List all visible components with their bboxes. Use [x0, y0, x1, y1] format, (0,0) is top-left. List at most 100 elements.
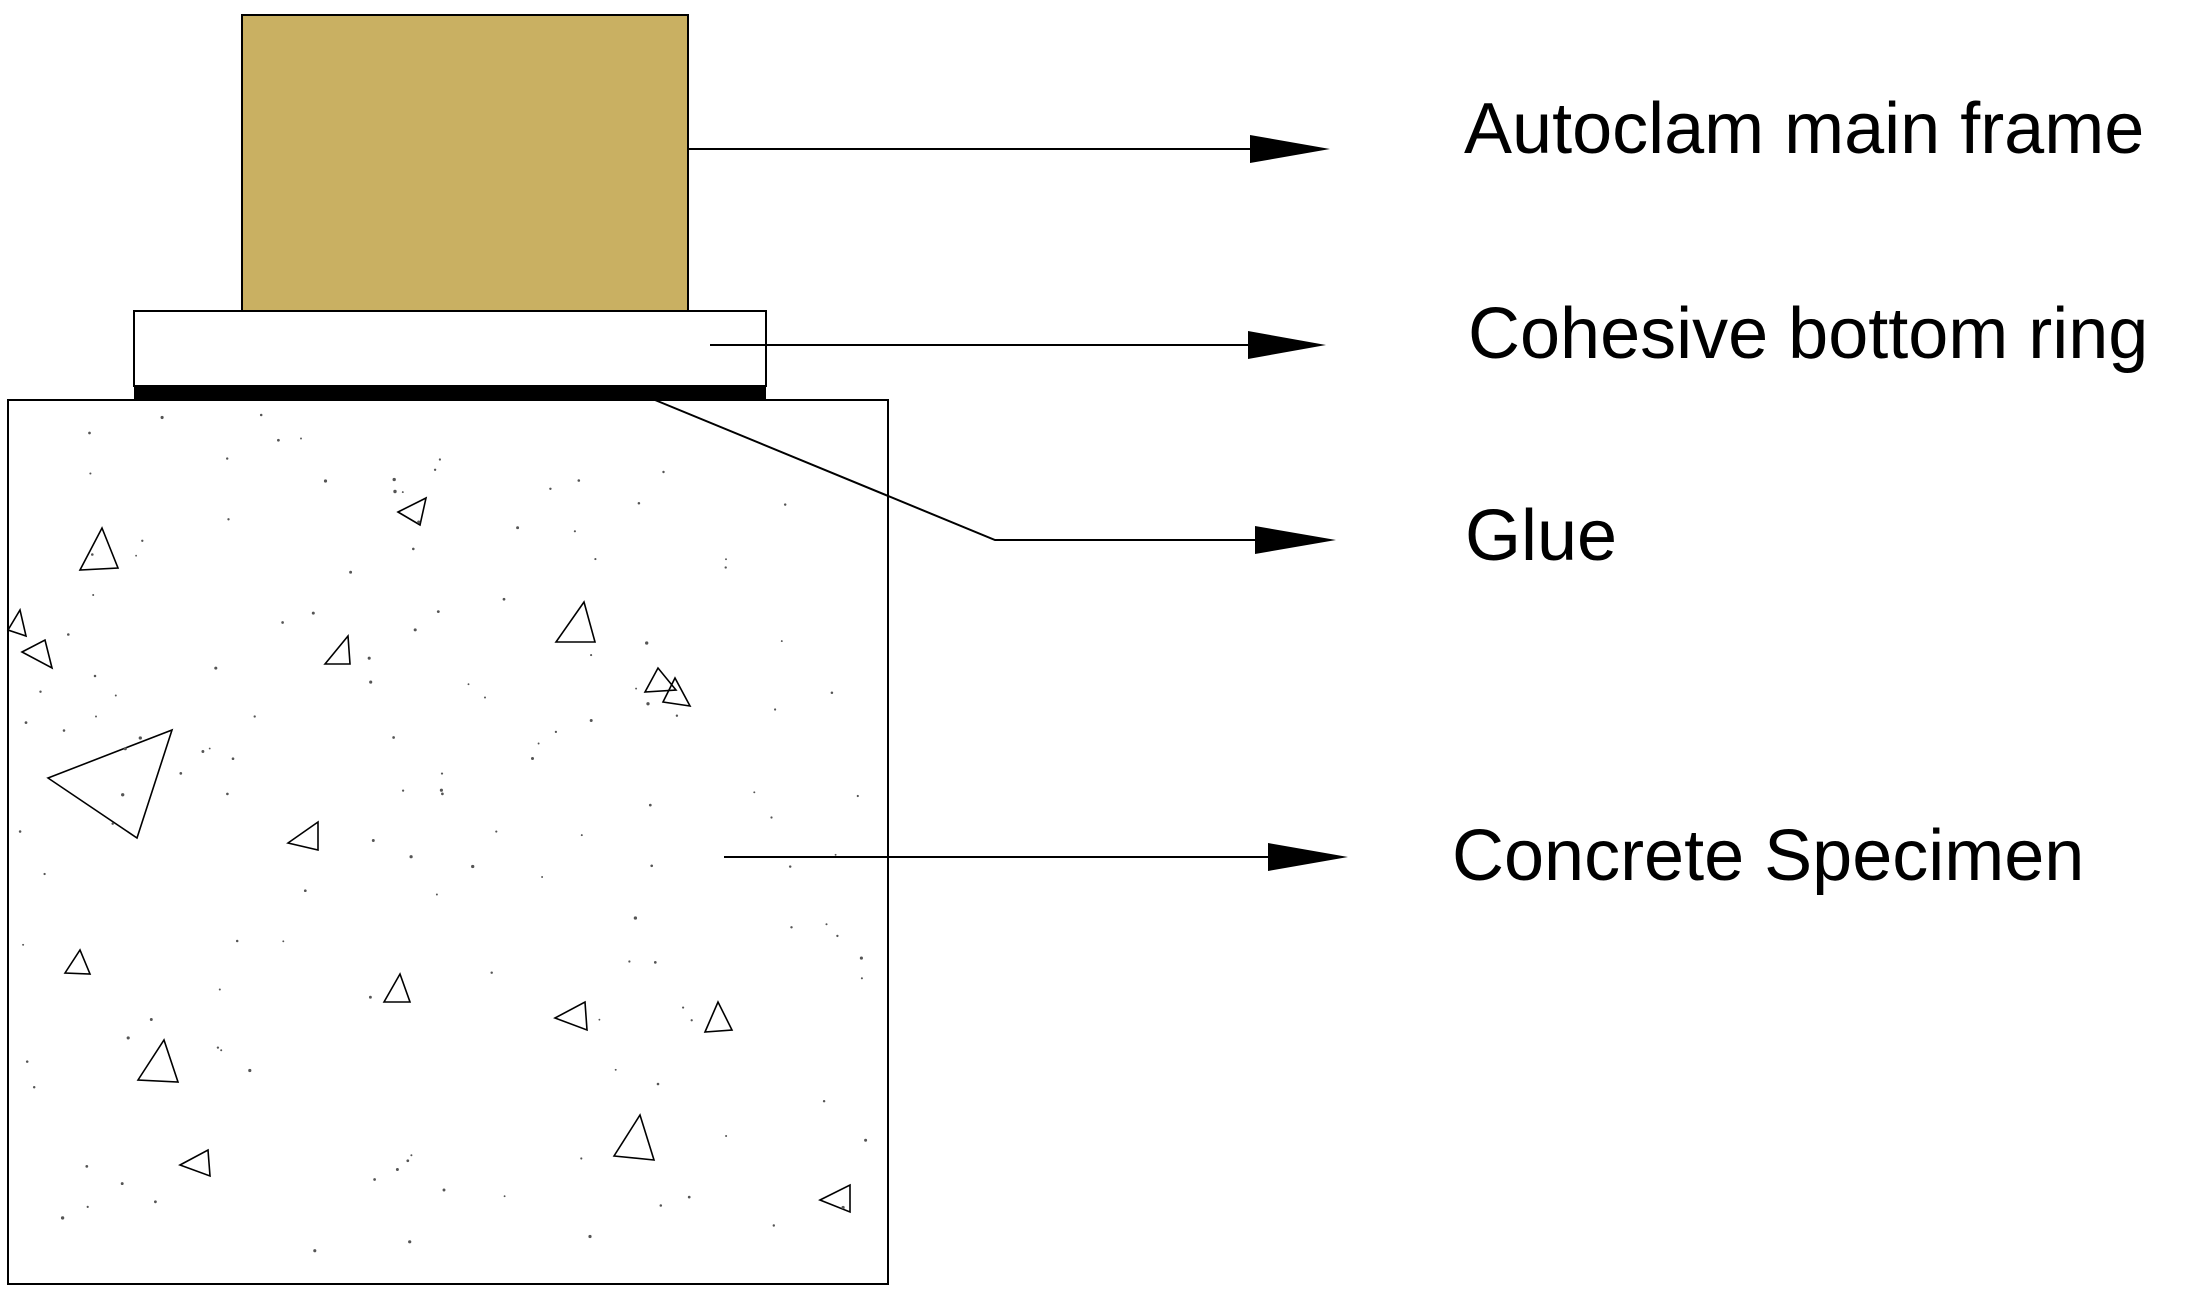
sand-grain [259, 413, 263, 417]
aggregate-piece [63, 948, 92, 975]
sand-grain [85, 1165, 89, 1168]
sand-grain [690, 1019, 693, 1022]
sand-grain [201, 750, 205, 753]
sand-grain [659, 1204, 663, 1207]
sand-grain [637, 502, 641, 505]
sand-grain [409, 855, 413, 859]
sand-grain [614, 1068, 617, 1071]
sand-grain [725, 558, 727, 561]
sand-grain [410, 1154, 413, 1157]
sand-grain [43, 872, 46, 876]
sand-grain [22, 943, 25, 946]
autoclam-main-frame [241, 14, 689, 312]
sand-grain [541, 876, 544, 878]
aggregate-piece [178, 1148, 211, 1178]
sand-grain [772, 1224, 776, 1227]
aggregate-piece [703, 1000, 734, 1033]
concrete-specimen [6, 399, 889, 1285]
sand-grain [368, 995, 372, 999]
sand-grain [216, 1046, 220, 1049]
aggregate-piece [643, 666, 678, 693]
leader-main-frame [688, 135, 1330, 163]
sand-grain [471, 864, 475, 869]
sand-grain [682, 1006, 685, 1009]
sand-grain [439, 788, 443, 792]
sand-grain [549, 487, 552, 491]
leader-glue [654, 399, 1336, 554]
sand-grain [594, 558, 597, 561]
sand-grain [220, 1049, 223, 1052]
sand-grain [516, 526, 520, 530]
sand-grain [502, 597, 506, 601]
leader-specimen [724, 843, 1348, 871]
aggregate-piece [20, 638, 54, 670]
sand-grain [214, 666, 218, 670]
sand-grain [580, 834, 583, 837]
sand-grain [554, 730, 558, 734]
sand-grain [864, 1138, 868, 1142]
sand-grain [440, 772, 444, 775]
sand-grain [401, 789, 405, 792]
sand-grain [412, 547, 415, 551]
sand-grain [436, 610, 440, 613]
sand-grain [675, 714, 679, 717]
sand-grain [774, 708, 777, 711]
sand-grain [149, 1018, 153, 1021]
sand-grain [114, 694, 117, 697]
sand-grain [633, 916, 638, 920]
sand-grain [367, 656, 371, 660]
sand-grain [281, 621, 284, 624]
label-bottom-ring: Cohesive bottom ring [1468, 294, 2148, 374]
label-main-frame: Autoclam main frame [1464, 89, 2144, 169]
sand-grain [208, 747, 211, 750]
sand-grain [369, 680, 373, 684]
sand-grain [841, 1205, 845, 1210]
aggregate-piece [78, 526, 120, 571]
sand-grain [577, 479, 581, 482]
sand-grain [313, 1249, 317, 1253]
sand-grain [62, 729, 66, 732]
sand-grain [770, 816, 773, 819]
label-glue: Glue [1465, 496, 1617, 576]
sand-grain [226, 792, 229, 796]
cohesive-bottom-ring [133, 310, 767, 387]
sand-grain [490, 971, 493, 974]
sand-grain [303, 889, 307, 893]
sand-grain [18, 830, 22, 833]
aggregate-pieces [6, 496, 851, 1214]
sand-grain [588, 1234, 592, 1239]
sand-grain [598, 1018, 601, 1021]
aggregate-piece [818, 1183, 851, 1214]
sand-grain [753, 791, 756, 794]
sand-grain [227, 518, 230, 521]
sand-grain [495, 830, 498, 833]
sand-grain [788, 865, 792, 868]
sand-grain [323, 479, 328, 483]
sand-grain [93, 674, 97, 678]
sand-grain [111, 822, 114, 825]
sand-grain [395, 1168, 399, 1171]
sand-grain [393, 489, 397, 494]
arrowhead-bottom-ring [1248, 331, 1326, 359]
label-specimen: Concrete Specimen [1452, 816, 2084, 896]
sand-grain [438, 458, 442, 461]
sand-grains [18, 413, 868, 1253]
sand-grain [537, 742, 540, 745]
sand-grain [135, 554, 138, 557]
sand-grain [662, 470, 665, 474]
sand-grain [573, 530, 576, 533]
sand-grain [859, 956, 863, 960]
aggregate-piece [554, 600, 597, 643]
sand-grain [123, 747, 127, 751]
concrete-specimen-block [7, 399, 889, 1285]
sand-grain [300, 437, 302, 440]
aggregate-piece [46, 728, 174, 840]
sand-grain [32, 1085, 36, 1089]
sand-grain [277, 438, 280, 442]
sand-grain [138, 736, 142, 740]
sand-grain [179, 772, 183, 775]
sand-grain [349, 570, 353, 574]
aggregate-piece [396, 496, 428, 527]
sand-grain [413, 628, 417, 632]
sand-grain [120, 1182, 124, 1186]
